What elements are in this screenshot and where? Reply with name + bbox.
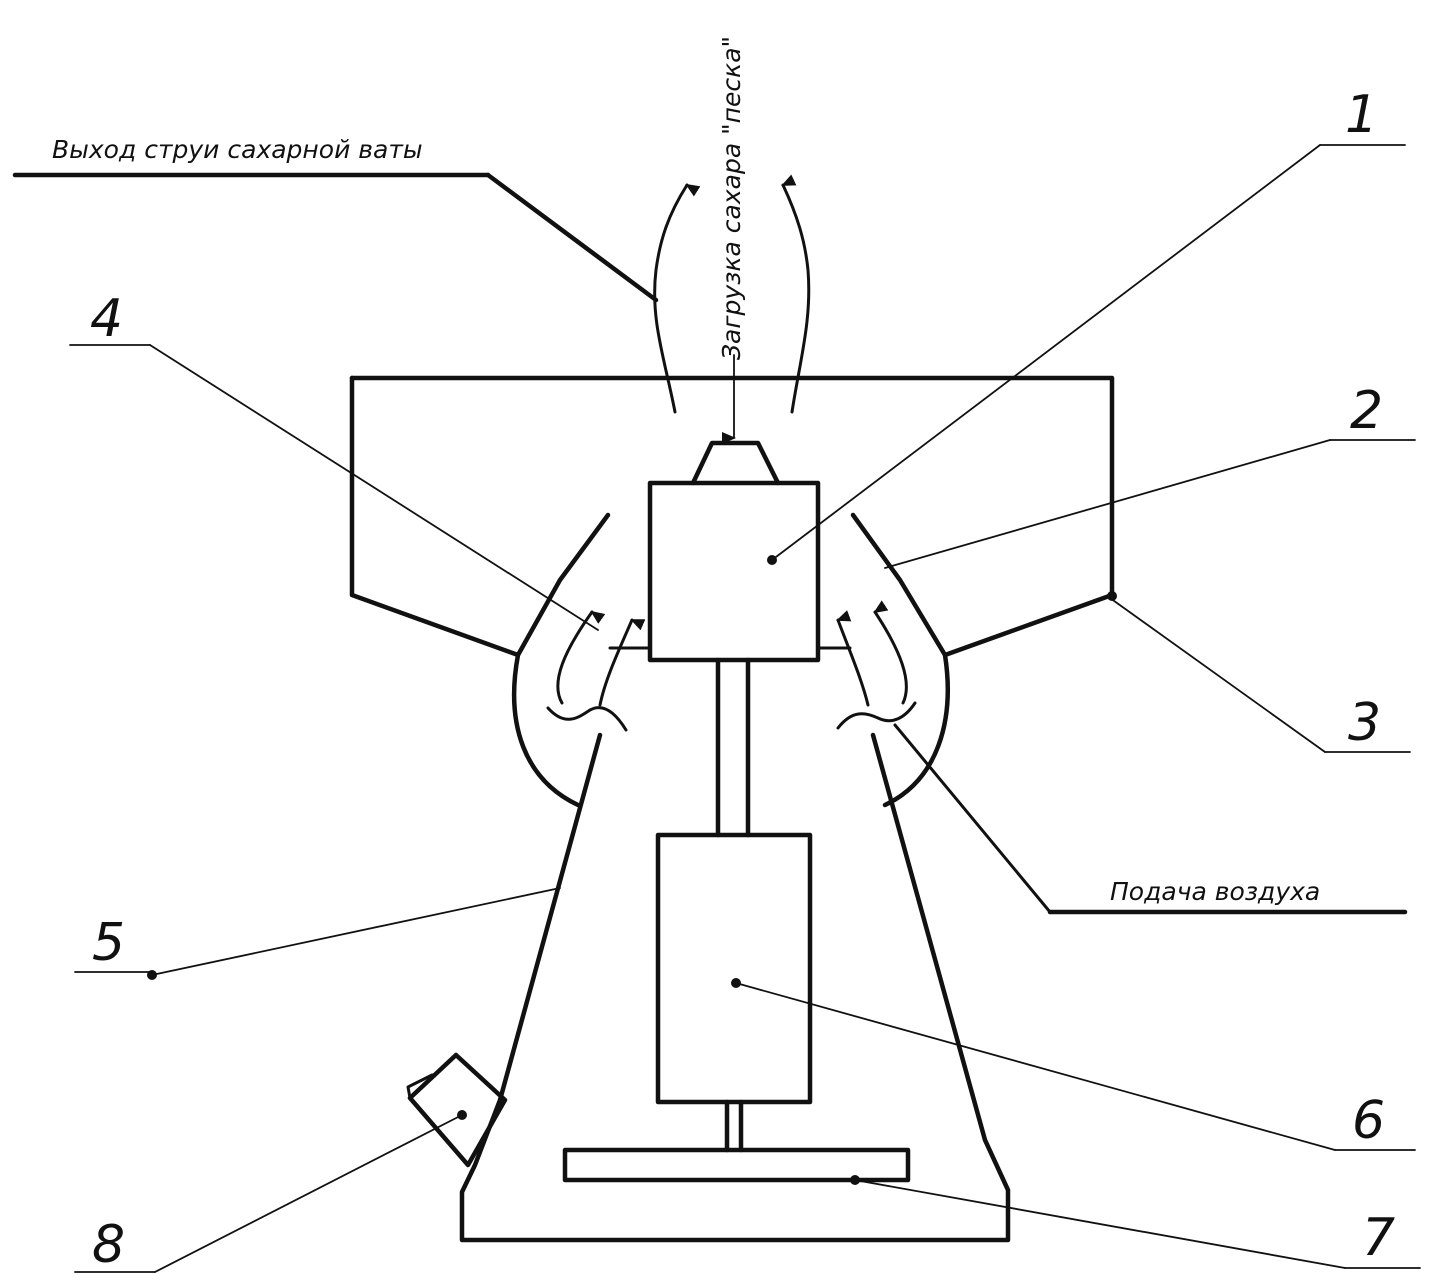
callout-3-number: 3 xyxy=(1348,693,1381,753)
air-flow xyxy=(546,600,917,732)
callout-7: 7 xyxy=(850,1175,1421,1269)
callout-2: 2 xyxy=(884,381,1416,569)
callout-1: 1 xyxy=(767,85,1406,565)
callout-6: 6 xyxy=(731,978,1416,1151)
callout-7-number: 7 xyxy=(1362,1208,1395,1268)
sugar-loading-label: Загрузка сахара "песка" xyxy=(717,36,746,360)
deflectors xyxy=(511,512,950,808)
callout-3: 3 xyxy=(1107,591,1411,753)
spinner-head xyxy=(608,440,852,663)
callout-5: 5 xyxy=(74,887,561,980)
callout-4-number: 4 xyxy=(90,289,123,349)
motor xyxy=(655,832,813,1105)
base-plate xyxy=(562,1147,911,1183)
callout-8: 8 xyxy=(74,1110,467,1275)
switch xyxy=(406,1052,508,1168)
callout-5-number: 5 xyxy=(92,913,125,973)
shaft xyxy=(715,657,751,1153)
callout-8-number: 8 xyxy=(92,1215,125,1275)
outlet-label: Выход струи сахарной ваты xyxy=(52,135,423,164)
air-supply-label-group: Подача воздуха xyxy=(893,723,1408,915)
bowl xyxy=(349,375,1115,658)
air-supply-label: Подача воздуха xyxy=(1110,877,1320,906)
callout-6-number: 6 xyxy=(1352,1091,1385,1151)
callout-2-number: 2 xyxy=(1350,381,1383,441)
outlet-flow xyxy=(653,174,811,414)
callout-1-number: 1 xyxy=(1345,85,1378,145)
callout-4: 4 xyxy=(69,289,599,631)
outlet-label-group: Выход струи сахарной ваты xyxy=(12,135,659,303)
